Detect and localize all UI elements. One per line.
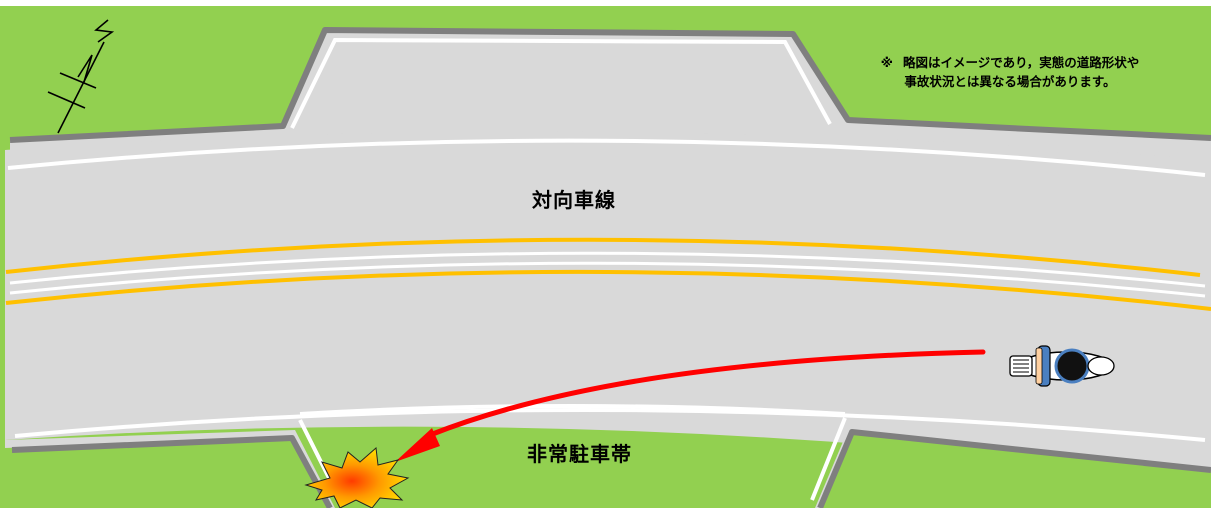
center-line-yellow-lower	[5, 269, 1211, 311]
center-line-yellow-upper	[5, 237, 1201, 277]
main-road	[5, 131, 1211, 480]
top-edge-line	[7, 138, 1206, 177]
bottom-edge-line	[14, 407, 1206, 442]
reference-mark: ※	[880, 55, 893, 70]
motorcycle-icon	[1009, 345, 1115, 387]
lower-left-grass	[5, 438, 330, 508]
lower-right-grass	[820, 432, 1211, 508]
disclaimer-line-2: 事故状況とは異なる場合があります。	[904, 74, 1116, 89]
oncoming-lane-label: 対向車線	[532, 188, 616, 212]
impact-burst-icon	[304, 446, 410, 508]
emergency-parking-zone-label: 非常駐車帯	[527, 442, 632, 466]
upper-curb	[9, 27, 1211, 143]
trajectory-arrow-icon	[395, 349, 986, 462]
center-line-white-upper	[9, 251, 1206, 288]
north-arrow-icon	[47, 19, 115, 134]
disclaimer-line-1: ※ 略図はイメージであり，実態の道路形状や	[840, 53, 1180, 72]
upper-pullout-edge-line	[290, 37, 832, 129]
center-line-white-lower	[9, 261, 1206, 298]
disclaimer-text-1: 略図はイメージであり，実態の道路形状や	[902, 55, 1140, 70]
page-margin	[0, 0, 1211, 6]
lower-pullout-front-line	[299, 404, 846, 416]
disclaimer-note: ※ 略図はイメージであり，実態の道路形状や 事故状況とは異なる場合があります。	[840, 53, 1180, 91]
